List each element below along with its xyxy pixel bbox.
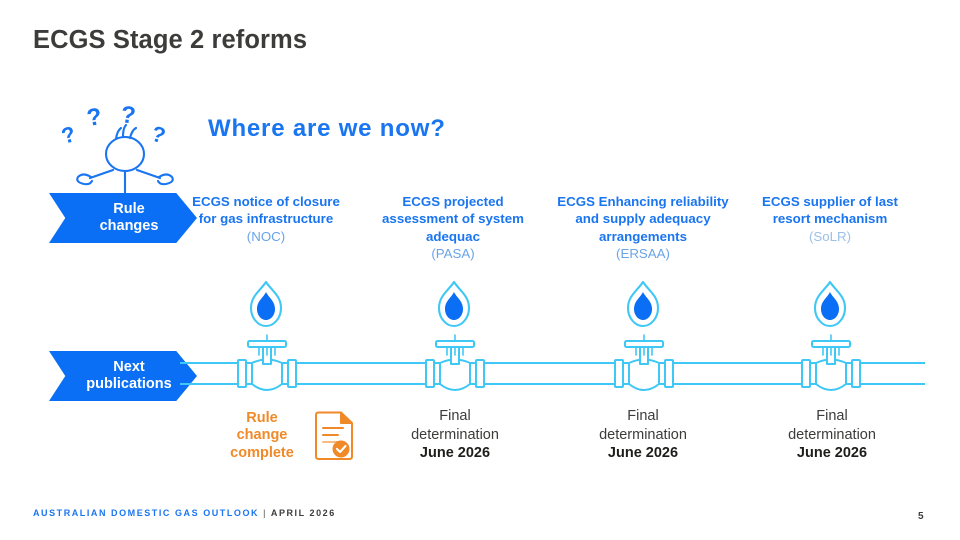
pipeline-valve-icon: [237, 334, 297, 391]
pipeline-valve-icon: [801, 334, 861, 391]
status-line: Rule: [246, 409, 278, 426]
banner-rule-changes-line1: Rule: [113, 201, 145, 217]
status-date: June 2026: [796, 445, 868, 461]
status-line: determination: [411, 426, 499, 443]
reform-acronym: (NOC): [246, 228, 286, 244]
status-line: Final: [439, 408, 471, 424]
banner-next-publications: Next publications: [49, 351, 197, 401]
reform-column-noc: ECGS notice of closure for gas infrastru…: [186, 193, 346, 245]
status-line: determination: [599, 426, 687, 443]
reform-title: ECGS notice of closure for gas infrastru…: [192, 194, 340, 227]
confused-stick-figure-icon: ? ? ? ?: [58, 101, 174, 206]
reform-title: ECGS projected assessment of system adeq…: [382, 194, 524, 244]
reform-acronym: (PASA): [431, 246, 475, 262]
section-subheading: Where are we now?: [208, 115, 446, 142]
pipeline-valve-icon: [614, 334, 674, 391]
pipeline-valve-icon: [425, 334, 485, 391]
status-date: June 2026: [419, 445, 491, 461]
question-mark-icon: ?: [149, 121, 169, 149]
banner-rule-changes: Rule changes: [49, 193, 197, 243]
banner-rule-changes-line2: changes: [99, 218, 159, 234]
gas-flame-icon: [626, 280, 660, 328]
status-line: Final: [627, 408, 659, 424]
reform-column-pasa: ECGS projected assessment of system adeq…: [377, 193, 529, 263]
document-check-icon: [315, 411, 353, 460]
status-line: determination: [788, 426, 876, 443]
footer-date: APRIL 2026: [270, 508, 336, 518]
question-mark-icon: ?: [85, 103, 103, 132]
status-line: change: [236, 427, 288, 444]
gas-flame-icon: [813, 280, 847, 328]
status-final-determination-pasa: Final determination June 2026: [380, 407, 530, 463]
status-rule-change-complete: Rule change complete: [218, 405, 363, 467]
footer-brand: AUSTRALIAN DOMESTIC GAS OUTLOOK: [33, 508, 260, 518]
gas-pipeline-graphic: [180, 334, 925, 391]
status-line: Final: [816, 408, 848, 424]
page-title: ECGS Stage 2 reforms: [33, 26, 308, 54]
footer: AUSTRALIAN DOMESTIC GAS OUTLOOK | APRIL …: [33, 508, 336, 518]
banner-next-publications-line2: publications: [86, 376, 172, 392]
question-mark-icon: ?: [58, 121, 78, 149]
question-mark-icon: ?: [119, 101, 137, 130]
reform-title: ECGS supplier of last resort mechanism: [762, 194, 898, 227]
reform-acronym: (SoLR): [808, 228, 852, 244]
gas-flame-icon: [437, 280, 471, 328]
status-date: June 2026: [607, 445, 679, 461]
status-final-determination-ersaa: Final determination June 2026: [568, 407, 718, 463]
footer-separator: |: [263, 508, 268, 518]
status-final-determination-solr: Final determination June 2026: [757, 407, 907, 463]
banner-next-publications-line1: Next: [113, 359, 145, 375]
reform-title: ECGS Enhancing reliability and supply ad…: [557, 194, 729, 244]
reform-acronym: (ERSAA): [616, 246, 670, 262]
status-line: complete: [230, 444, 294, 461]
page-number: 5: [918, 511, 924, 522]
reform-column-ersaa: ECGS Enhancing reliability and supply ad…: [550, 193, 736, 263]
reform-column-solr: ECGS supplier of last resort mechanism (…: [750, 193, 910, 245]
gas-flame-icon: [249, 280, 283, 328]
